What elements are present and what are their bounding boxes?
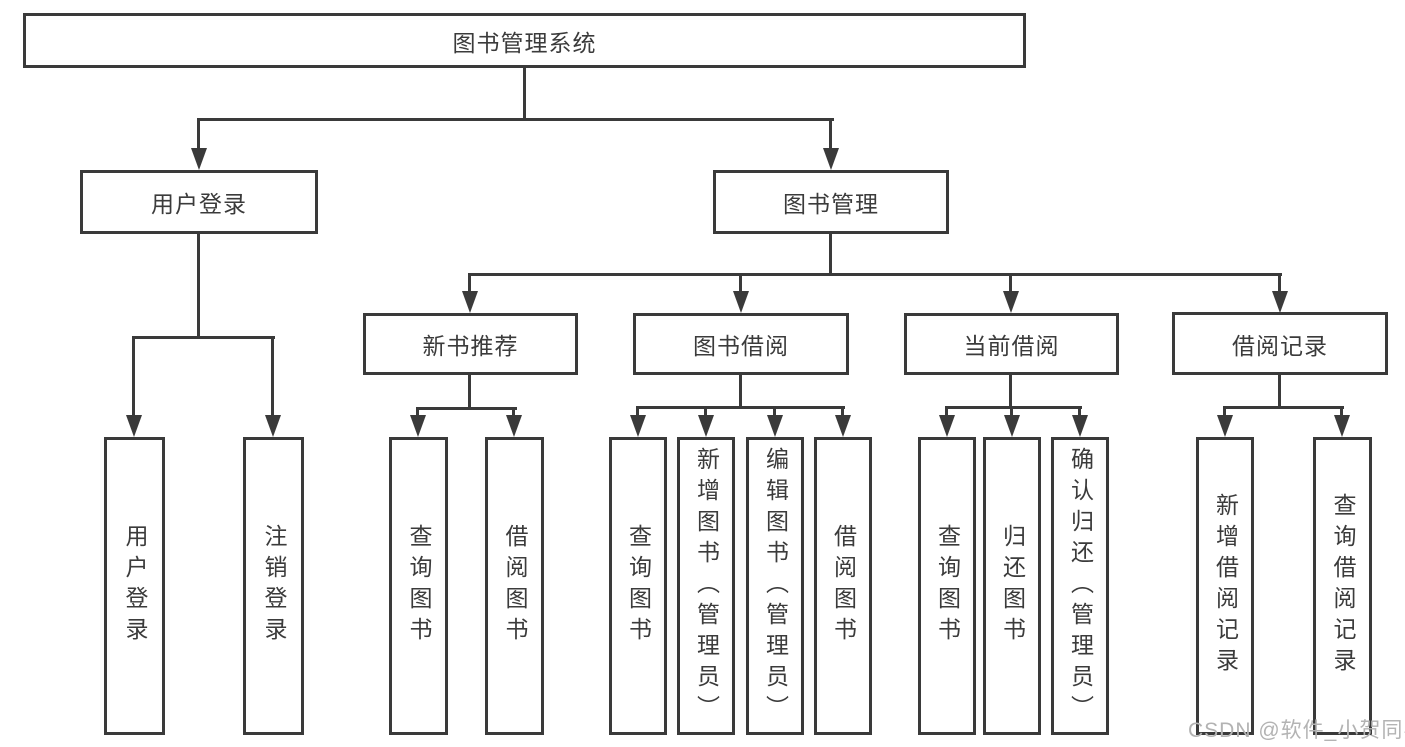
node-leaf-logout: 注销登录: [243, 437, 304, 735]
arrow-down-icon: [939, 415, 955, 437]
connector-root-branch: [197, 118, 834, 121]
connector-current-borrowing-stem: [1009, 375, 1012, 408]
node-leaf-return-books: 归还图书: [983, 437, 1041, 735]
arrow-down-icon: [1217, 415, 1233, 437]
node-label: 查询图书: [625, 524, 652, 648]
connector-book-management-stem: [829, 234, 832, 275]
node-label: 借阅图书: [830, 524, 857, 648]
connector-drop-leaf: [704, 406, 707, 419]
arrow-down-icon: [835, 415, 851, 437]
connector-drop-book-borrowing: [739, 273, 742, 295]
connector-new-book-recommend-branch: [417, 407, 517, 410]
node-new-book-recommend: 新书推荐: [363, 313, 578, 375]
node-borrowing-records: 借阅记录: [1172, 312, 1388, 375]
node-label: 编辑图书（管理员）: [762, 446, 789, 726]
connector-drop-leaf: [416, 407, 419, 419]
connector-drop-leaf: [636, 406, 639, 419]
arrow-down-icon: [506, 415, 522, 437]
connector-drop-book-management: [829, 118, 832, 154]
node-label: 确认归还（管理员）: [1067, 446, 1094, 726]
node-leaf-edit-books-admin: 编辑图书（管理员）: [746, 437, 804, 735]
node-leaf-query-borrow-record: 查询借阅记录: [1313, 437, 1372, 735]
node-leaf-confirm-return-admin: 确认归还（管理员）: [1051, 437, 1109, 735]
node-label: 借阅图书: [502, 524, 528, 648]
node-leaf-add-borrow-record: 新增借阅记录: [1196, 437, 1254, 735]
node-label: 用户登录: [151, 191, 247, 217]
connector-drop-borrowing-records: [1278, 273, 1281, 295]
connector-book-borrowing-stem: [739, 375, 742, 408]
arrow-down-icon: [630, 415, 646, 437]
node-label: 查询图书: [934, 524, 961, 648]
connector-drop-new-book-recommend: [468, 273, 471, 295]
connector-book-management-branch: [468, 273, 1282, 276]
arrow-down-icon: [1003, 291, 1019, 313]
node-leaf-user-login: 用户登录: [104, 437, 165, 735]
node-label: 新增借阅记录: [1212, 493, 1239, 679]
arrow-down-icon: [823, 148, 839, 170]
connector-drop-current-borrowing: [1009, 273, 1012, 295]
node-label: 用户登录: [122, 524, 148, 648]
node-leaf-borrow-books: 借阅图书: [485, 437, 544, 735]
connector-drop-user-login-leaf: [132, 336, 135, 424]
connector-drop-logout: [271, 336, 274, 424]
node-label: 图书借阅: [693, 333, 789, 359]
node-label: 注销登录: [261, 524, 287, 648]
connector-drop-leaf: [1078, 406, 1081, 419]
arrow-down-icon: [265, 415, 281, 437]
arrow-down-icon: [462, 291, 478, 313]
connector-drop-leaf: [1010, 406, 1013, 419]
connector-book-borrowing-branch: [636, 406, 845, 409]
node-user-login: 用户登录: [80, 170, 318, 234]
connector-drop-leaf: [512, 407, 515, 419]
node-library-management-system: 图书管理系统: [23, 13, 1026, 68]
connector-root-stem: [523, 68, 526, 120]
connector-drop-leaf: [1340, 406, 1343, 419]
connector-borrowing-records-branch: [1223, 406, 1344, 409]
arrow-down-icon: [767, 415, 783, 437]
connector-drop-leaf: [773, 406, 776, 419]
connector-drop-leaf: [945, 406, 948, 419]
node-label: 当前借阅: [963, 333, 1060, 359]
arrow-down-icon: [698, 415, 714, 437]
arrow-down-icon: [410, 415, 426, 437]
arrow-down-icon: [1072, 415, 1088, 437]
node-leaf-query-books: 查询图书: [609, 437, 667, 735]
node-label: 借阅记录: [1232, 332, 1328, 359]
connector-user-login-stem: [197, 234, 200, 338]
node-label: 图书管理: [783, 191, 879, 217]
connector-current-borrowing-branch: [945, 406, 1082, 409]
node-book-management: 图书管理: [713, 170, 949, 234]
arrow-down-icon: [1272, 291, 1288, 313]
csdn-watermark: CSDN @软件_小贺同学: [1188, 719, 1405, 742]
node-current-borrowing: 当前借阅: [904, 313, 1119, 375]
node-leaf-query-books: 查询图书: [389, 437, 448, 735]
node-label: 查询图书: [406, 524, 432, 648]
connector-drop-leaf: [841, 406, 844, 419]
node-label: 归还图书: [999, 524, 1026, 648]
node-book-borrowing: 图书借阅: [633, 313, 849, 375]
arrow-down-icon: [191, 148, 207, 170]
arrow-down-icon: [1004, 415, 1020, 437]
arrow-down-icon: [126, 415, 142, 437]
arrow-down-icon: [733, 291, 749, 313]
node-label: 图书管理系统: [452, 29, 597, 56]
node-label: 查询借阅记录: [1330, 493, 1356, 679]
arrow-down-icon: [1334, 415, 1350, 437]
node-leaf-add-books-admin: 新增图书（管理员）: [677, 437, 735, 735]
node-label: 新书推荐: [422, 333, 519, 359]
connector-borrowing-records-stem: [1278, 375, 1281, 408]
connector-user-login-branch: [132, 336, 275, 339]
node-leaf-query-books: 查询图书: [918, 437, 976, 735]
connector-new-book-recommend-stem: [468, 375, 471, 409]
node-label: 新增图书（管理员）: [693, 446, 720, 726]
connector-drop-leaf: [1223, 406, 1226, 419]
node-leaf-borrow-books: 借阅图书: [814, 437, 872, 735]
connector-drop-user-login: [197, 118, 200, 154]
